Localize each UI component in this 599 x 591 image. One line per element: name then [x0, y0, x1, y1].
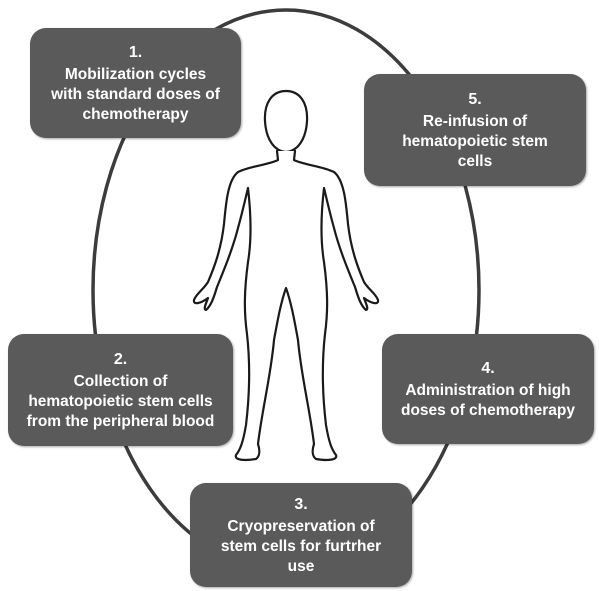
- step-2-number: 2.: [113, 350, 128, 368]
- human-body-outline-icon: [192, 89, 380, 462]
- step-4-number: 4.: [481, 359, 495, 377]
- step-3-text: Cryopreservation of stem cells for furtr…: [220, 517, 382, 575]
- body-outline: [192, 149, 380, 462]
- step-1-box: 1. Mobilization cycles with standard dos…: [30, 28, 241, 138]
- step-3-number: 3.: [294, 495, 308, 513]
- step-4-text: Administration of high doses of chemothe…: [401, 381, 575, 419]
- step-2-box: 2. Collection of hematopoietic stem cell…: [8, 334, 233, 446]
- step-1-text: Mobilization cycles with standard doses …: [51, 65, 220, 123]
- head-outline: [263, 89, 309, 154]
- step-3-box: 3. Cryopreservation of stem cells for fu…: [190, 483, 412, 587]
- step-5-text: Re-infusion of hematopoietic stem cells: [402, 112, 548, 170]
- step-4-box: 4. Administration of high doses of chemo…: [382, 334, 594, 444]
- step-2-text: Collection of hematopoietic stem cells f…: [26, 372, 215, 430]
- step-1-number: 1.: [128, 43, 143, 61]
- step-5-box: 5. Re-infusion of hematopoietic stem cel…: [364, 74, 586, 186]
- step-5-number: 5.: [468, 90, 482, 108]
